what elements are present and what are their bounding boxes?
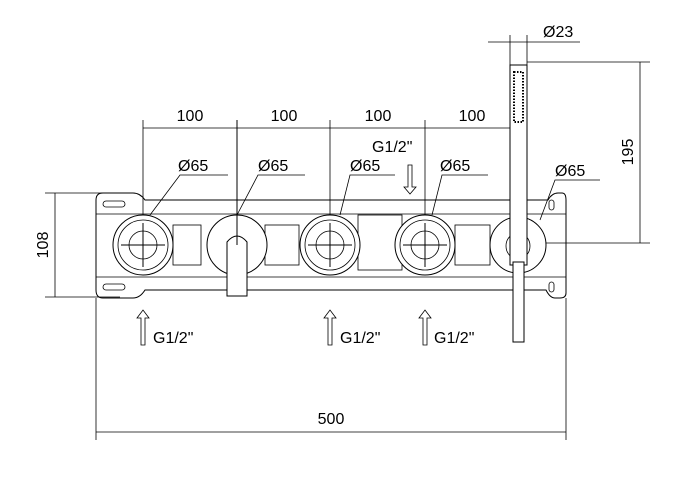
dim-100-2: 100 xyxy=(271,108,298,125)
total-width-dim: 500 xyxy=(96,411,566,433)
dim-d65-4: Ø65 xyxy=(440,158,470,175)
spacing-dimensions: 100 100 100 100 xyxy=(143,108,518,129)
mixer-lever xyxy=(206,120,268,297)
dim-500: 500 xyxy=(318,411,345,428)
top-connection-label: G1/2" xyxy=(372,139,412,156)
arrow-up-icon xyxy=(418,309,432,346)
valve-1 xyxy=(112,214,174,276)
dim-100-4: 100 xyxy=(459,108,486,125)
dim-d65-3: Ø65 xyxy=(350,158,380,175)
valve-4 xyxy=(394,214,456,276)
dim-108: 108 xyxy=(35,232,52,259)
arrow-down-icon xyxy=(403,164,417,195)
dim-100-3: 100 xyxy=(365,108,392,125)
bottom-connection-label-2: G1/2" xyxy=(340,330,380,347)
dim-195: 195 xyxy=(620,139,637,166)
height-dims: 108 195 xyxy=(35,62,641,297)
bottom-connection-label-3: G1/2" xyxy=(434,330,474,347)
dim-d65-5: Ø65 xyxy=(555,163,585,180)
handshower xyxy=(509,64,528,343)
valve-3 xyxy=(299,214,361,276)
dim-d65-2: Ø65 xyxy=(258,158,288,175)
dim-100-1: 100 xyxy=(177,108,204,125)
dim-d23: Ø23 xyxy=(543,24,573,41)
bottom-connection-label-1: G1/2" xyxy=(153,330,193,347)
handshower-diameter-dim: Ø23 xyxy=(488,24,580,43)
dim-d65-1: Ø65 xyxy=(178,158,208,175)
arrow-up-icon xyxy=(136,309,150,346)
arrow-up-icon xyxy=(323,309,337,346)
mounting-plate xyxy=(95,192,567,299)
diameter-leaders xyxy=(149,174,600,221)
